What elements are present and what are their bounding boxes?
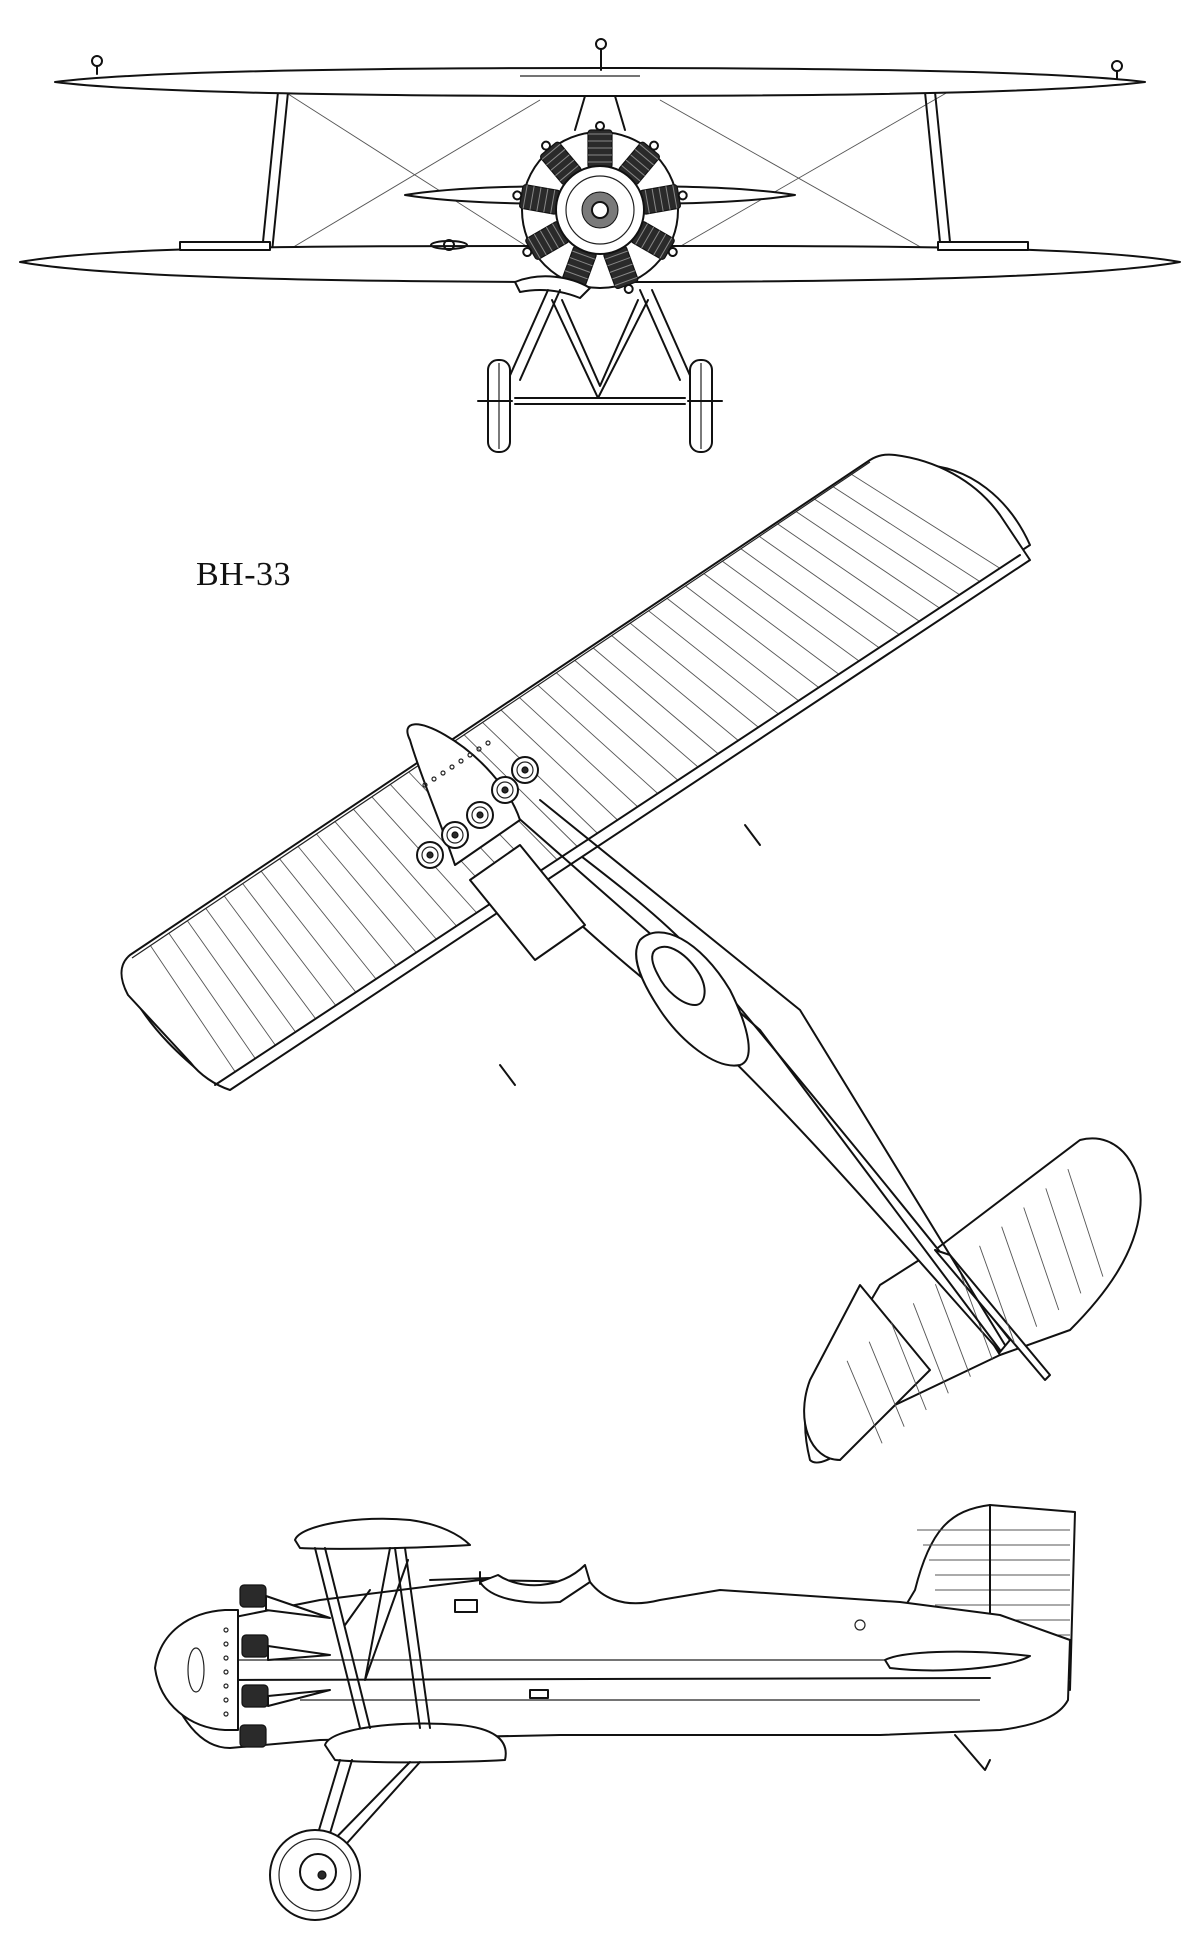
plan-view bbox=[120, 453, 1142, 1464]
aircraft-designation-title: BH-33 bbox=[196, 556, 292, 593]
bracing-wires bbox=[274, 91, 949, 259]
front-view bbox=[19, 38, 1181, 453]
side-view bbox=[154, 1504, 1076, 1921]
interplane-struts bbox=[261, 91, 952, 253]
aileron-rod-right bbox=[937, 241, 1029, 251]
pitot-windmill bbox=[430, 239, 468, 251]
side-upper-wing bbox=[294, 1517, 471, 1550]
plan-cylinders bbox=[416, 740, 539, 869]
side-struts bbox=[314, 1547, 431, 1729]
side-rivets bbox=[223, 1627, 229, 1717]
side-cockpit bbox=[479, 1564, 591, 1604]
side-tailplane bbox=[884, 1650, 1031, 1672]
aileron-rod-left bbox=[179, 241, 271, 251]
plan-access-panel bbox=[469, 844, 586, 961]
side-cylinders bbox=[239, 1584, 331, 1748]
wingtip-knobs bbox=[91, 38, 1123, 79]
exhaust-pipe bbox=[514, 275, 591, 299]
upper-wing bbox=[54, 67, 1146, 97]
landing-gear-front bbox=[477, 289, 723, 453]
plan-upper-wing bbox=[120, 453, 1031, 1091]
side-landing-gear bbox=[269, 1759, 421, 1921]
radial-engine-front bbox=[512, 121, 688, 294]
side-nose bbox=[154, 1609, 239, 1731]
side-lower-wing bbox=[324, 1722, 507, 1764]
